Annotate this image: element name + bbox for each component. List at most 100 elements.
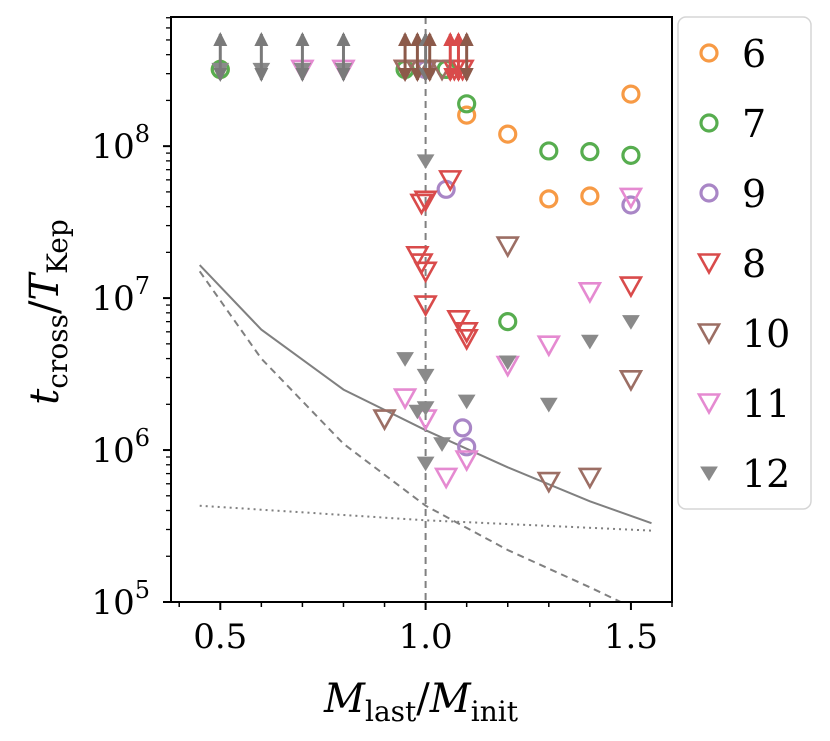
- legend-entry-10: 10: [696, 312, 790, 356]
- upper-limit-arrows: [213, 32, 474, 82]
- data-point: [446, 309, 471, 332]
- arrow-head: [398, 68, 413, 82]
- data-point: [457, 105, 477, 125]
- legend-marker: [699, 113, 719, 133]
- data-point: [454, 450, 479, 473]
- arrow-head: [295, 32, 310, 46]
- data-point: [498, 312, 518, 332]
- data-point: [416, 401, 435, 416]
- legend-entry-8: 8: [696, 242, 766, 286]
- arrow-head: [398, 32, 413, 46]
- legend-marker: [696, 393, 722, 416]
- arrow-head: [254, 68, 269, 82]
- x-tick-label: 1.0: [399, 617, 453, 657]
- data-point: [495, 236, 520, 259]
- legend: 6 7 9 8 10 11 12: [677, 16, 812, 510]
- legend-entries: 6 7 9 8 10 11 12: [696, 32, 790, 496]
- arrow-head: [295, 68, 310, 82]
- legend-label: 12: [742, 452, 790, 496]
- legend-label: 11: [742, 382, 790, 426]
- data-point: [536, 335, 562, 358]
- data-point: [618, 276, 644, 299]
- legend-label: 7: [742, 102, 766, 146]
- legend-marker: [696, 253, 722, 276]
- data-point: [416, 368, 435, 384]
- series-8: [392, 59, 644, 351]
- data-point: [621, 195, 641, 215]
- data-point: [618, 187, 644, 210]
- data-point: [457, 437, 477, 457]
- data-point: [457, 394, 476, 410]
- data-point: [416, 154, 435, 170]
- y-tick-label: 107: [91, 272, 150, 319]
- data-point: [536, 471, 562, 494]
- arrow-head: [213, 68, 228, 82]
- data-point: [433, 437, 451, 452]
- upper-limit-arrow: [336, 32, 351, 82]
- legend-label: 10: [742, 312, 790, 356]
- arrow-head: [422, 68, 437, 82]
- data-point: [539, 189, 559, 209]
- legend-label: 8: [742, 242, 766, 286]
- arrow-head: [459, 68, 474, 82]
- legend-marker: [699, 43, 719, 63]
- data-point: [622, 315, 640, 330]
- data-point: [580, 334, 599, 350]
- x-tick-label: 0.5: [193, 617, 247, 657]
- data-point: [457, 94, 477, 114]
- x-tick-label: 1.5: [604, 617, 658, 657]
- upper-limit-arrow: [295, 32, 310, 82]
- legend-entry-11: 11: [696, 382, 790, 426]
- data-point: [413, 261, 438, 284]
- data-point: [577, 467, 603, 490]
- legend-label: 9: [742, 172, 766, 216]
- arrow-head: [459, 32, 474, 46]
- data-point: [413, 295, 438, 318]
- data-point: [438, 170, 463, 193]
- legend-marker: [700, 466, 718, 482]
- legend-entry-6: 6: [699, 32, 766, 76]
- x-axis-ticks: 0.5 1.0 1.5: [178, 602, 673, 657]
- data-point: [539, 141, 559, 161]
- data-point: [539, 397, 558, 413]
- data-point: [452, 418, 473, 438]
- arrow-head: [336, 68, 351, 82]
- upper-limit-arrow: [459, 32, 474, 82]
- series-11: [290, 59, 644, 490]
- data-point: [580, 186, 600, 206]
- data-point: [396, 352, 414, 367]
- arrow-head: [422, 32, 437, 46]
- data-point: [413, 190, 438, 213]
- arrow-head: [336, 32, 351, 46]
- legend-marker: [696, 323, 722, 346]
- data-point: [454, 322, 479, 344]
- y-tick-label: 106: [91, 424, 150, 471]
- data-point: [416, 456, 435, 472]
- upper-limit-arrow: [254, 32, 269, 82]
- legend-box: [677, 16, 812, 510]
- x-axis-label: Mlast/Minit: [323, 676, 519, 728]
- upper-limit-arrow: [213, 32, 228, 82]
- data-point: [372, 409, 397, 432]
- legend-label: 6: [742, 32, 766, 76]
- data-point: [580, 142, 600, 162]
- legend-entry-7: 7: [699, 102, 766, 146]
- legend-marker: [699, 183, 719, 203]
- series-9: [416, 59, 641, 457]
- arrow-head: [254, 32, 269, 46]
- y-axis-label: tcross/TKep: [22, 219, 74, 405]
- data-point: [433, 467, 459, 490]
- data-point: [498, 355, 517, 371]
- upper-limit-arrow: [398, 32, 413, 82]
- data-point: [409, 193, 434, 216]
- data-point: [618, 369, 644, 392]
- reference-line-dashed: [198, 270, 624, 602]
- data-point: [498, 124, 518, 144]
- data-point: [454, 328, 479, 351]
- data-point: [392, 388, 418, 411]
- data-point: [621, 84, 641, 104]
- y-tick-label: 108: [91, 120, 150, 167]
- legend-entry-9: 9: [699, 172, 766, 216]
